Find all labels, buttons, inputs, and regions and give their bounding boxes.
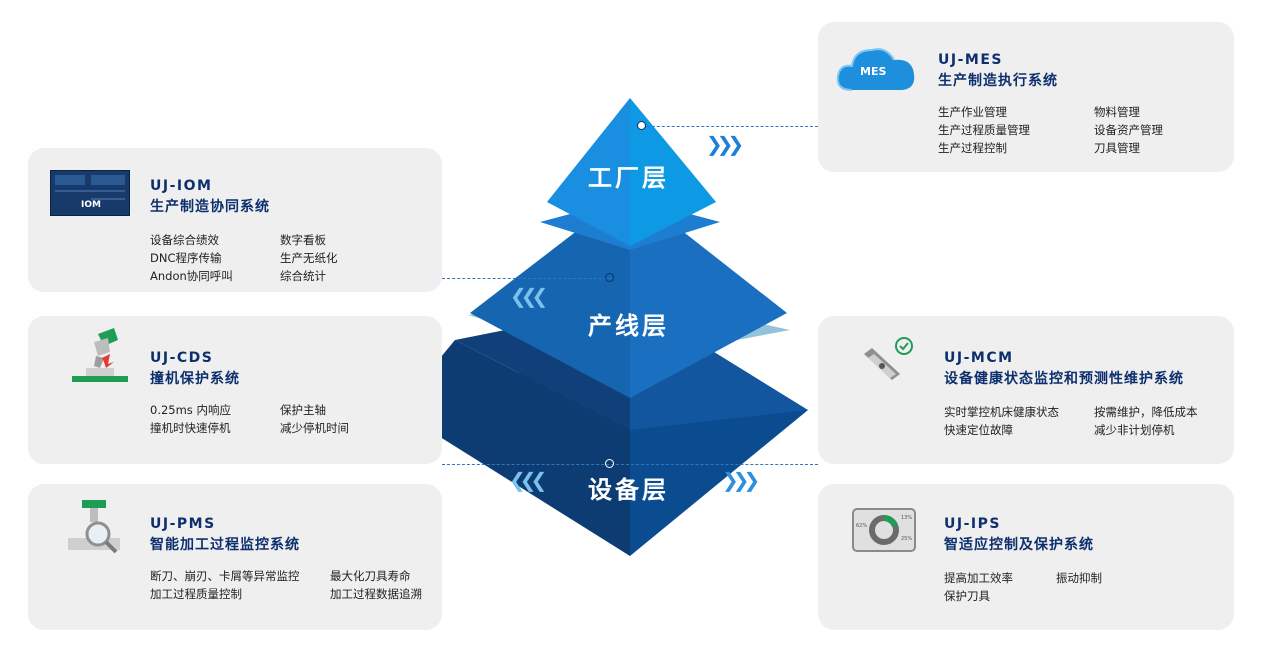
gauge-value-top: 13%: [901, 515, 913, 521]
factory-layer-right: [630, 98, 716, 246]
iom-name: 生产制造协同系统: [150, 199, 270, 215]
pms-feature: 最大化刀具寿命: [330, 569, 411, 583]
gauge-value-bottom: 25%: [901, 536, 913, 542]
iom-feature: Andon协同呼叫: [150, 269, 233, 283]
mcm-feature: 快速定位故障: [944, 423, 1013, 437]
pms-code: UJ-PMS: [150, 516, 216, 532]
iom-feature: 综合统计: [280, 269, 326, 283]
mcm-card: UJ-MCM 设备健康状态监控和预测性维护系统 实时掌控机床健康状态 按需维护，…: [818, 316, 1234, 464]
dashboard-icon-label: IOM: [81, 200, 101, 210]
cds-feature: 减少停机时间: [280, 421, 349, 435]
iom-feature: 生产无纸化: [280, 251, 338, 265]
cloud-icon-label: MES: [860, 65, 887, 78]
iom-feature: 设备综合绩效: [150, 233, 219, 247]
pms-feature: 加工过程数据追溯: [330, 587, 422, 601]
donut-gauge-icon: 62% 13% 25%: [852, 508, 916, 552]
mes-feature: 设备资产管理: [1094, 123, 1163, 137]
equipment-connector-line: [442, 464, 818, 465]
iom-card: IOM UJ-IOM 生产制造协同系统 设备综合绩效 数字看板 DNC程序传输 …: [28, 148, 442, 292]
ips-code: UJ-IPS: [944, 516, 1001, 532]
mes-code: UJ-MES: [938, 52, 1003, 68]
line-left-chevron: ❮❮❮: [510, 284, 548, 308]
cds-name: 撞机保护系统: [150, 371, 240, 387]
ips-card: 62% 13% 25% UJ-IPS 智适应控制及保护系统 提高加工效率 振动抑…: [818, 484, 1234, 630]
mes-feature: 生产作业管理: [938, 105, 1007, 119]
line-layer-left: [470, 190, 630, 398]
mes-feature: 生产过程控制: [938, 141, 1007, 155]
mcm-feature: 实时掌控机床健康状态: [944, 405, 1059, 419]
mcm-code: UJ-MCM: [944, 350, 1014, 366]
dashboard-screen-icon: IOM: [50, 170, 130, 216]
factory-connector-line: [642, 126, 818, 127]
mes-feature: 物料管理: [1094, 105, 1140, 119]
gauge-value-left: 62%: [856, 523, 868, 529]
pms-feature: 加工过程质量控制: [150, 587, 242, 601]
cloud-icon: MES: [834, 40, 918, 98]
equipment-connector-dot: [605, 459, 614, 468]
line-connector-line: [442, 278, 612, 279]
iom-feature: DNC程序传输: [150, 251, 222, 265]
pms-name: 智能加工过程监控系统: [150, 537, 300, 553]
mes-card: MES UJ-MES 生产制造执行系统 生产作业管理 物料管理 生产过程质量管理…: [818, 22, 1234, 172]
line-layer-right: [630, 190, 787, 398]
ips-feature: 提高加工效率: [944, 571, 1013, 585]
spindle-crash-icon: [68, 328, 132, 388]
line-layer-label: 产线层: [588, 312, 669, 340]
iom-feature: 数字看板: [280, 233, 326, 247]
pyramid-diagram: [397, 98, 808, 556]
mes-feature: 生产过程质量管理: [938, 123, 1030, 137]
equipment-right-chevron: ❯❯❯: [722, 468, 760, 492]
pms-card: UJ-PMS 智能加工过程监控系统 断刀、崩刃、卡屑等异常监控 最大化刀具寿命 …: [28, 484, 442, 630]
ips-feature: 振动抑制: [1056, 571, 1102, 585]
mcm-feature: 按需维护，降低成本: [1094, 405, 1198, 419]
equipment-layer-rim-left: [397, 340, 630, 430]
ips-feature: 保护刀具: [944, 589, 990, 603]
equipment-left-chevron: ❮❮❮: [509, 468, 547, 492]
mes-feature: 刀具管理: [1094, 141, 1140, 155]
line-connector-dot: [605, 273, 614, 282]
mes-name: 生产制造执行系统: [938, 73, 1058, 89]
factory-connector-dot: [637, 121, 646, 130]
cds-feature: 撞机时快速停机: [150, 421, 231, 435]
mcm-name: 设备健康状态监控和预测性维护系统: [944, 371, 1184, 387]
cds-feature: 保护主轴: [280, 403, 326, 417]
process-inspection-icon: [66, 498, 128, 558]
cds-code: UJ-CDS: [150, 350, 214, 366]
iom-code: UJ-IOM: [150, 178, 213, 194]
health-monitor-icon: [860, 336, 918, 386]
ips-name: 智适应控制及保护系统: [944, 537, 1094, 553]
equipment-layer-label: 设备层: [588, 476, 669, 504]
factory-layer-label: 工厂层: [588, 164, 669, 192]
factory-layer-left: [547, 98, 630, 246]
cds-card: UJ-CDS 撞机保护系统 0.25ms 内响应 保护主轴 撞机时快速停机 减少…: [28, 316, 442, 464]
cds-feature: 0.25ms 内响应: [150, 403, 231, 417]
pms-feature: 断刀、崩刃、卡屑等异常监控: [150, 569, 300, 583]
factory-right-chevron: ❯❯❯: [706, 132, 744, 156]
mcm-feature: 减少非计划停机: [1094, 423, 1175, 437]
